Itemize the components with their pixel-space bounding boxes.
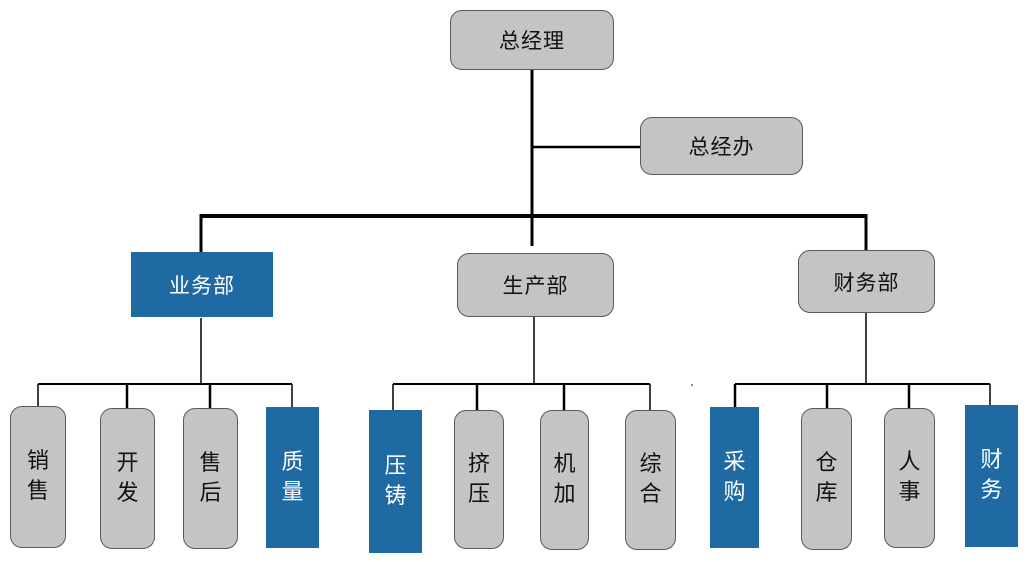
node-label: 销售 (26, 449, 49, 504)
node-label: 综合 (639, 452, 662, 507)
node-label: 仓库 (815, 451, 838, 506)
node-label: 人事 (898, 450, 921, 505)
node-label: 机加 (553, 452, 576, 507)
node-label: 售后 (199, 450, 222, 506)
node-gm-office: 总经办 (640, 117, 803, 175)
node-label: 质量 (281, 449, 304, 505)
node-label: 开发 (116, 450, 139, 506)
node-sub-die-casting: 压铸 (369, 410, 422, 553)
node-label: 采购 (723, 449, 746, 505)
node-sub-hr: 人事 (884, 408, 935, 548)
node-label: 挤压 (467, 451, 490, 507)
node-sub-sales: 销售 (10, 406, 66, 548)
node-general-manager: 总经理 (450, 10, 614, 70)
node-sub-finance: 财务 (965, 405, 1018, 547)
node-sub-warehouse: 仓库 (801, 408, 852, 550)
node-sub-quality: 质量 (266, 407, 319, 548)
node-dept-production: 生产部 (457, 253, 614, 317)
node-sub-development: 开发 (100, 408, 155, 549)
node-sub-purchasing: 采购 (710, 407, 759, 548)
node-dept-finance: 财务部 (798, 250, 935, 313)
node-sub-extrusion: 挤压 (454, 410, 504, 549)
node-sub-after-sales: 售后 (183, 408, 238, 549)
node-label: 压铸 (384, 453, 407, 509)
stray-dot (691, 384, 693, 386)
node-sub-machining: 机加 (540, 410, 589, 550)
node-sub-general: 综合 (625, 410, 676, 550)
node-dept-business: 业务部 (131, 252, 273, 317)
node-label: 财务 (980, 448, 1003, 503)
